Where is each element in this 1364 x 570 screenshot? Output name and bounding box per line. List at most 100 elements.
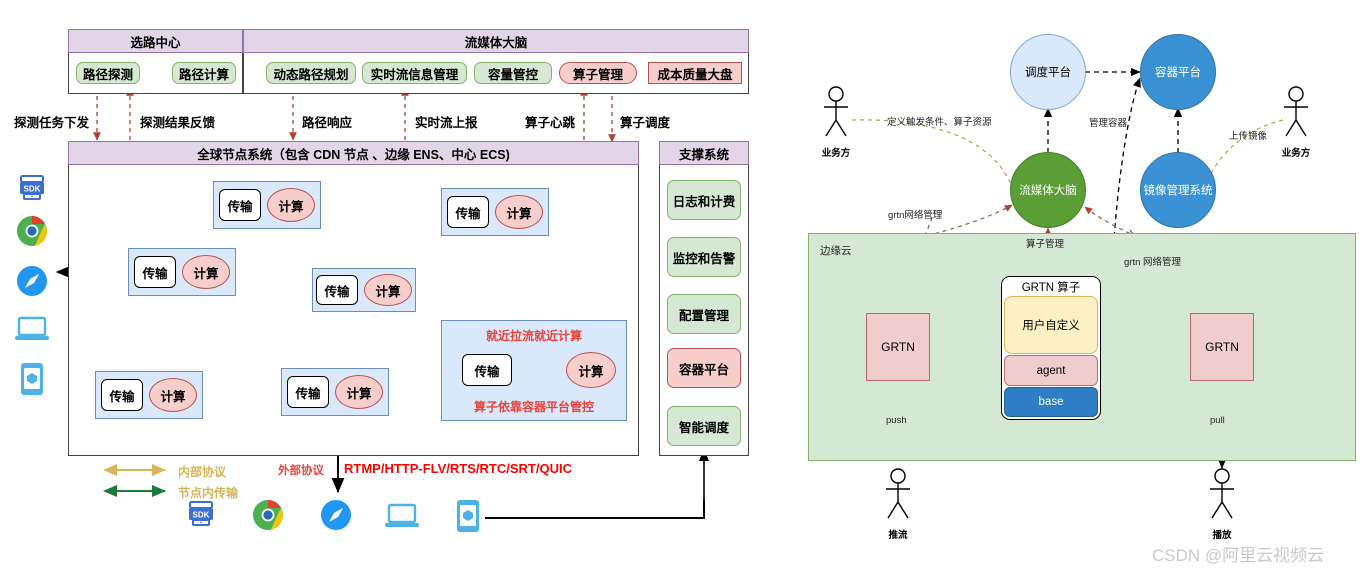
actor-play (1202, 468, 1242, 524)
support-system-title-text: 支撑系统 (678, 147, 729, 162)
legend-internal-protocol: 内部协议 (178, 465, 227, 479)
csdn-watermark: CSDN @阿里云视频云 (1152, 546, 1325, 565)
node-image-management[interactable]: 镜像管理系统 (1140, 152, 1216, 228)
mobile-icon-bottom (455, 499, 481, 533)
chrome-icon (16, 215, 48, 247)
sdk-icon: SDK (17, 172, 47, 202)
box-operator-management[interactable]: 算子管理 (559, 62, 637, 84)
flow-label-probe-result: 探测结果反馈 (140, 116, 216, 130)
laptop-icon (14, 315, 50, 343)
node-scheduling-platform-label: 调度平台 (1025, 67, 1071, 79)
actor-play-label: 播放 (1212, 530, 1232, 541)
chrome-icon-bottom (252, 499, 284, 531)
edge-label-manage-container: 管理容器 (1089, 118, 1128, 129)
node-streaming-brain-label: 流媒体大脑 (1019, 185, 1077, 197)
support-item-config-management[interactable]: 配置管理 (667, 294, 741, 334)
svg-text:SDK: SDK (193, 511, 210, 520)
support-item-smart-scheduling[interactable]: 智能调度 (667, 406, 741, 446)
actor-business-right-label: 业务方 (1281, 148, 1311, 159)
node-transport-7[interactable]: 传输 (462, 354, 512, 386)
node-scheduling-platform[interactable]: 调度平台 (1010, 34, 1086, 110)
push-label: push (884, 415, 909, 426)
box-realtime-stream-info-label: 实时流信息管理 (370, 67, 459, 82)
edge-label-operator-mgmt: 算子管理 (1026, 239, 1065, 250)
flow-label-probe-task: 探测任务下发 (14, 116, 90, 130)
safari-icon (16, 265, 48, 297)
global-node-system-title: 全球节点系统（包含 CDN 节点 、边缘 ENS、中心 ECS) (68, 141, 639, 165)
streaming-brain-title-text: 流媒体大脑 (464, 35, 528, 50)
flow-label-path-response: 路径响应 (302, 116, 353, 130)
node-card-2[interactable]: 传输 计算 (441, 188, 549, 236)
grtn-operator-agent-layer[interactable]: agent (1004, 355, 1098, 387)
box-path-calculation-label: 路径计算 (178, 67, 229, 82)
legend-intra-node-transport: 节点内传输 (178, 486, 239, 500)
node-image-management-label: 镜像管理系统 (1143, 185, 1213, 197)
mobile-icon (19, 362, 45, 396)
node-transport-6: 传输 (287, 376, 329, 408)
edge-label-define-trigger: 定义触发条件、算子资源 (887, 117, 992, 128)
box-operator-management-label: 算子管理 (572, 67, 623, 82)
streaming-brain-title: 流媒体大脑 (243, 29, 749, 53)
box-capacity-control[interactable]: 容量管控 (474, 62, 552, 84)
flow-label-operator-schedule: 算子调度 (620, 116, 671, 130)
support-item-container-platform-label: 容器平台 (678, 362, 729, 377)
support-item-container-platform[interactable]: 容器平台 (667, 348, 741, 388)
actor-push-label: 推流 (888, 530, 908, 541)
node-compute-4: 计算 (364, 274, 412, 306)
grtn-box-left[interactable]: GRTN (866, 313, 930, 381)
node-transport-2: 传输 (447, 196, 489, 228)
support-system-title: 支撑系统 (659, 141, 749, 165)
legend-protocol-list: RTMP/HTTP-FLV/RTS/RTC/SRT/QUIC (344, 461, 572, 476)
flow-label-realtime-report: 实时流上报 (415, 116, 478, 130)
grtn-operator-base-layer[interactable]: base (1004, 387, 1098, 417)
pull-label: pull (1208, 415, 1227, 426)
node-transport-1: 传输 (219, 189, 261, 221)
node-compute-6: 计算 (335, 375, 383, 409)
box-capacity-control-label: 容量管控 (487, 67, 538, 82)
node-card-6[interactable]: 传输 计算 (281, 368, 389, 416)
support-item-smart-scheduling-label: 智能调度 (678, 420, 729, 435)
support-item-logging-billing[interactable]: 日志和计费 (667, 180, 741, 220)
grtn-box-right[interactable]: GRTN (1190, 313, 1254, 381)
box-dynamic-path-planning[interactable]: 动态路径规划 (266, 62, 356, 84)
box-realtime-stream-info[interactable]: 实时流信息管理 (362, 62, 467, 84)
box-path-calculation[interactable]: 路径计算 (172, 62, 236, 84)
actor-business-left (816, 86, 856, 142)
grtn-operator-stack: GRTN 算子 用户自定义 agent base (1001, 276, 1101, 420)
global-node-system-title-text: 全球节点系统（包含 CDN 节点 、边缘 ENS、中心 ECS) (197, 147, 510, 162)
node-compute-7[interactable]: 计算 (566, 352, 616, 388)
node-card-1[interactable]: 传输 计算 (213, 181, 321, 229)
box-path-detection[interactable]: 路径探测 (76, 62, 140, 84)
grtn-operator-title: GRTN 算子 (1002, 277, 1100, 297)
box-cost-quality-dashboard-label: 成本质量大盘 (657, 67, 733, 82)
support-item-monitoring-alerting-label: 监控和告警 (672, 251, 736, 266)
node-transport-4: 传输 (316, 275, 358, 305)
grtn-operator-user-layer[interactable]: 用户自定义 (1004, 296, 1098, 355)
flow-label-operator-heartbeat: 算子心跳 (525, 116, 576, 130)
legend-external-protocol: 外部协议 (278, 465, 324, 477)
box-path-detection-label: 路径探测 (82, 67, 133, 82)
edge-label-grtn-network-mgmt-left: grtn网络管理 (888, 210, 943, 221)
laptop-icon-bottom (384, 502, 420, 530)
node-card-4[interactable]: 传输 计算 (312, 268, 416, 312)
node-compute-3: 计算 (182, 255, 230, 289)
node-compute-2: 计算 (495, 195, 543, 229)
routing-center-title: 选路中心 (68, 29, 243, 53)
nearby-pull-compute-bottom-text: 算子依靠容器平台管控 (473, 400, 594, 414)
nearby-pull-compute-top-text: 就近拉流就近计算 (485, 329, 582, 343)
node-compute-5: 计算 (149, 378, 197, 412)
support-item-config-management-label: 配置管理 (678, 308, 729, 323)
box-dynamic-path-planning-label: 动态路径规划 (273, 67, 349, 82)
routing-center-title-text: 选路中心 (130, 35, 181, 50)
support-item-monitoring-alerting[interactable]: 监控和告警 (667, 237, 741, 277)
actor-business-right (1276, 86, 1316, 142)
node-card-3[interactable]: 传输 计算 (128, 248, 236, 296)
actor-push (878, 468, 918, 524)
sdk-icon-bottom: SDK (186, 498, 216, 528)
node-card-5[interactable]: 传输 计算 (95, 371, 203, 419)
node-streaming-brain[interactable]: 流媒体大脑 (1010, 152, 1086, 228)
node-container-platform[interactable]: 容器平台 (1140, 34, 1216, 110)
node-transport-3: 传输 (134, 256, 176, 288)
box-cost-quality-dashboard[interactable]: 成本质量大盘 (648, 62, 742, 84)
